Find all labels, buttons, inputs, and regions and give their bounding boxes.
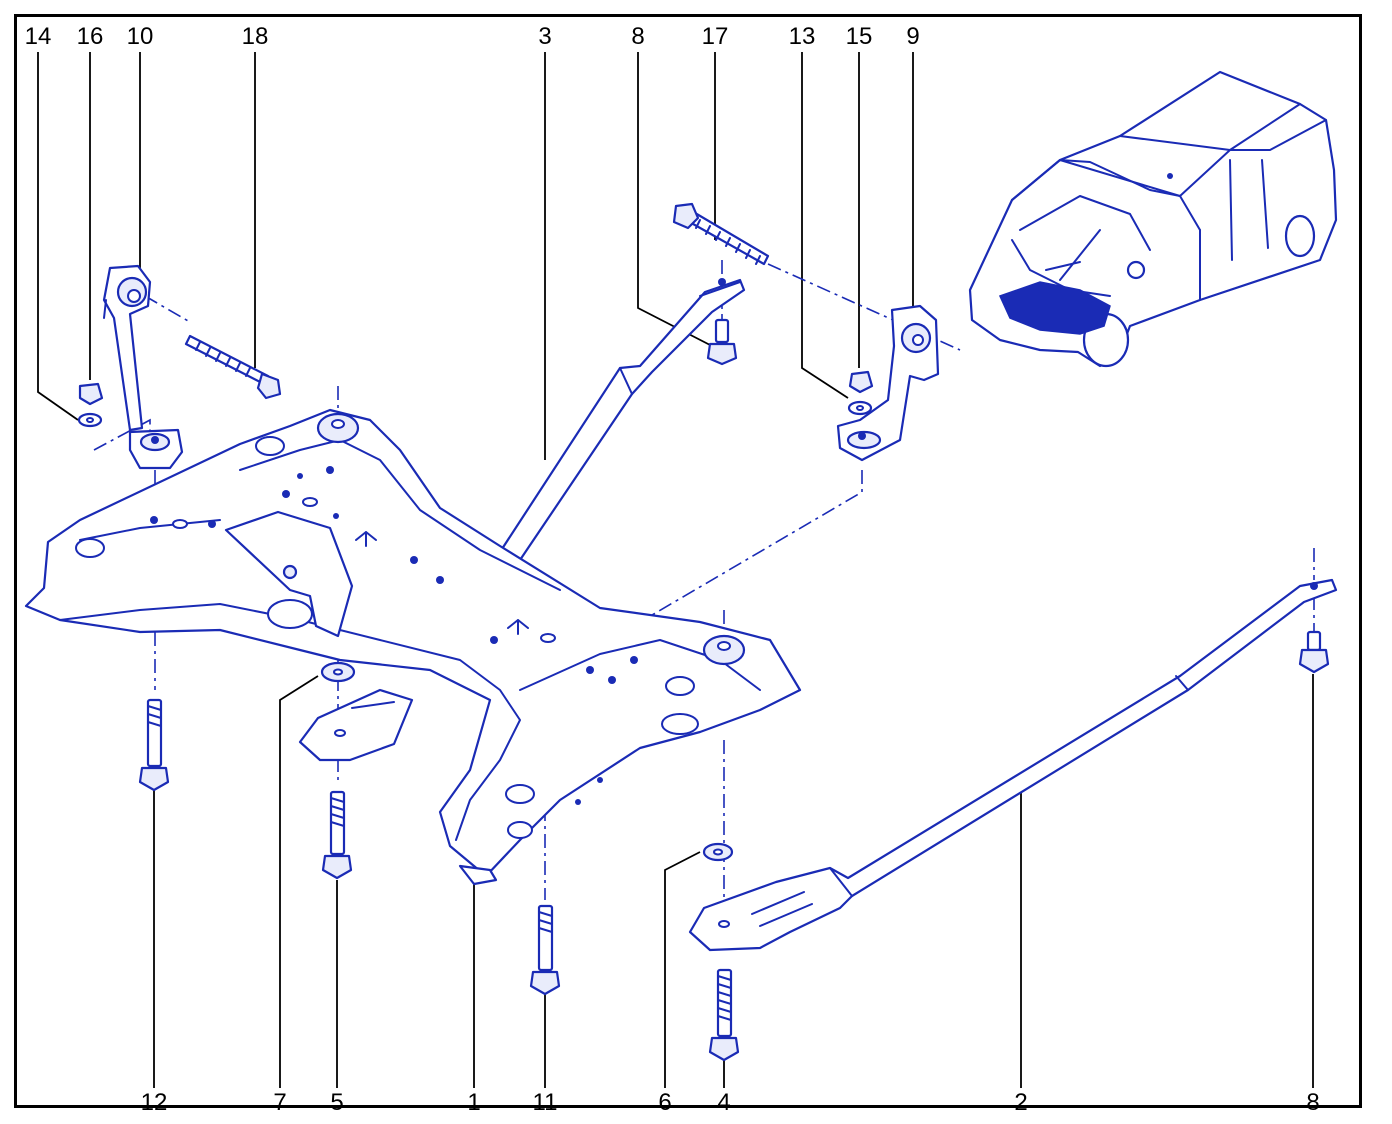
label-10: 10 (127, 23, 154, 50)
label-4: 4 (717, 1089, 730, 1116)
washer-7 (320, 661, 356, 683)
nut-16 (78, 382, 104, 406)
van-location-thumbnail (968, 70, 1338, 368)
callout-labels: 14 16 10 18 3 8 17 13 15 9 12 7 5 1 11 6… (25, 23, 1320, 1116)
label-12: 12 (141, 1089, 168, 1116)
bolt-4 (708, 968, 740, 1062)
label-7: 7 (273, 1089, 286, 1116)
bolt-5 (321, 790, 353, 880)
label-17: 17 (702, 23, 729, 50)
label-18: 18 (242, 23, 269, 50)
tie-rod-lower (688, 578, 1338, 952)
leader-14 (37, 52, 79, 421)
label-15: 15 (846, 23, 873, 50)
engine-mount-bracket-9 (836, 304, 940, 462)
bolt-8-bottom (1298, 630, 1330, 674)
label-13: 13 (789, 23, 816, 50)
label-16: 16 (77, 23, 104, 50)
leader-13 (801, 52, 849, 399)
tie-rod-upper (498, 278, 746, 562)
engine-mount-link-10 (102, 264, 184, 470)
label-1: 1 (467, 1089, 480, 1116)
washer-6 (702, 842, 734, 862)
leader-7 (279, 675, 319, 1088)
label-2: 2 (1014, 1089, 1027, 1116)
label-9: 9 (906, 23, 919, 50)
label-14: 14 (25, 23, 52, 50)
label-8-bottom: 8 (1306, 1089, 1319, 1116)
nut-15 (848, 370, 874, 394)
leader-lines (37, 52, 1314, 1088)
label-8-top: 8 (631, 23, 644, 50)
bolt-17 (672, 202, 770, 266)
leader-6 (664, 851, 701, 1088)
washer-14 (77, 412, 103, 428)
bolt-12 (138, 698, 170, 792)
label-5: 5 (330, 1089, 343, 1116)
label-11: 11 (533, 1089, 558, 1116)
label-3: 3 (538, 23, 551, 50)
bolt-8-top (706, 318, 738, 366)
mount-bracket-lower (298, 688, 414, 762)
subframe-1 (24, 408, 802, 886)
label-6: 6 (658, 1089, 671, 1116)
bolt-18 (184, 334, 282, 400)
bolt-11 (529, 904, 561, 996)
washer-13 (847, 400, 873, 416)
